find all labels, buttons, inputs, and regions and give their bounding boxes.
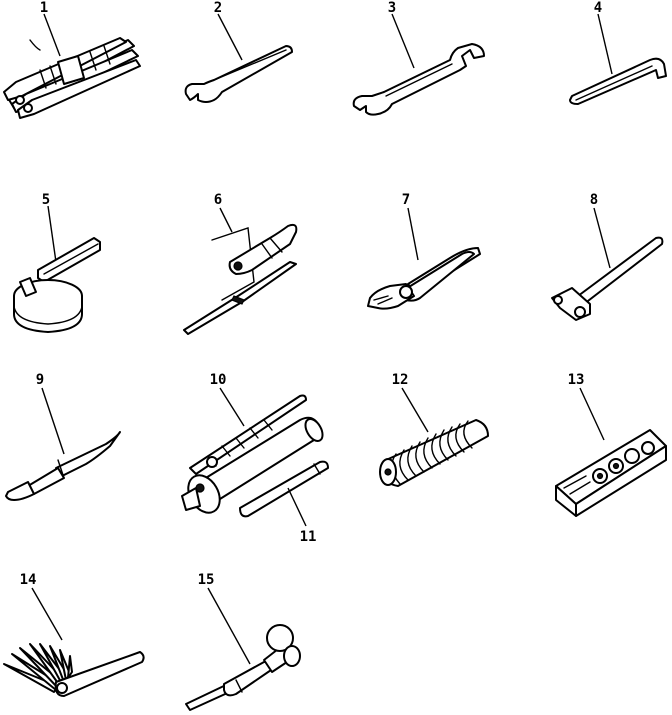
hex-key-icon: [569, 57, 667, 105]
leader-6: [219, 207, 233, 233]
leader-8: [593, 207, 611, 269]
item-1-wrench-set: 1: [3, 0, 141, 119]
item-5-filter-wrench: 5: [13, 192, 101, 333]
item-4-hex-key: 4: [569, 0, 667, 105]
leader-13: [579, 387, 605, 441]
grease-extension-icon: [239, 460, 329, 518]
leader-9: [41, 387, 65, 455]
leader-7: [407, 207, 419, 261]
callout-4: 4: [594, 0, 602, 16]
leader-11: [287, 487, 307, 527]
callout-2: 2: [214, 0, 222, 16]
callout-14: 14: [20, 572, 37, 588]
callout-13: 13: [568, 372, 585, 388]
filter-wrench-icon: [13, 237, 101, 333]
item-3-double-open-wrench: 3: [352, 0, 485, 116]
wrench-set-icon: [3, 37, 141, 119]
item-8-socket-tee-handle: 8: [551, 192, 664, 321]
leader-10: [219, 387, 245, 427]
ratchet-handle-icon: [185, 624, 301, 711]
callout-1: 1: [40, 0, 48, 16]
item-12-coil: 12: [379, 372, 489, 487]
callout-8: 8: [590, 192, 598, 208]
item-7-pliers: 7: [367, 192, 481, 310]
callout-6: 6: [214, 192, 222, 208]
leader-4: [597, 13, 613, 75]
item-9-pry-tool: 9: [5, 372, 121, 501]
feeler-gauge-icon: [3, 643, 145, 697]
pliers-icon: [367, 247, 481, 310]
leader-2: [217, 13, 243, 61]
leader-1: [43, 13, 61, 57]
socket-case-icon: [555, 429, 667, 517]
callout-12: 12: [392, 372, 409, 388]
open-end-wrench-icon: [184, 45, 293, 103]
item-14-feeler-gauge: 14: [3, 572, 145, 697]
callout-9: 9: [36, 372, 44, 388]
item-10-grease-gun: 10: [181, 372, 324, 514]
leader-5: [47, 205, 57, 263]
item-15-ratchet-handle: 15: [185, 572, 301, 711]
double-open-wrench-icon: [352, 43, 485, 116]
coil-icon: [379, 419, 489, 487]
callout-7: 7: [402, 192, 410, 208]
leader-14: [31, 587, 63, 641]
tee-handle-icon: [551, 236, 664, 321]
leader-15: [207, 587, 251, 665]
grease-gun-icon: [181, 394, 324, 514]
callout-3: 3: [388, 0, 396, 16]
item-2-open-end-wrench: 2: [184, 0, 293, 103]
callout-5: 5: [42, 192, 50, 208]
item-6-screwdriver: 6: [183, 192, 298, 335]
screwdriver-icon: [183, 223, 298, 335]
callout-15: 15: [198, 572, 215, 588]
callout-10: 10: [210, 372, 227, 388]
leader-3: [391, 13, 415, 69]
leader-12: [401, 387, 429, 433]
item-13-socket-case: 13: [555, 372, 667, 517]
callout-11: 11: [300, 529, 317, 545]
pry-tool-icon: [5, 431, 121, 501]
item-11-grease-extension: 11: [239, 460, 329, 545]
